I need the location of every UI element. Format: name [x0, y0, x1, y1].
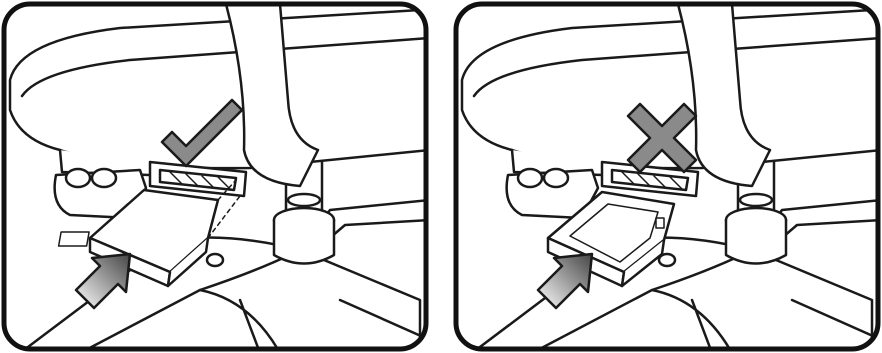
panel-correct: [0, 0, 430, 353]
chair-seat: [10, 10, 430, 178]
panel-incorrect: [452, 0, 882, 353]
chair-base: [20, 200, 430, 353]
chair-base: [472, 200, 882, 353]
